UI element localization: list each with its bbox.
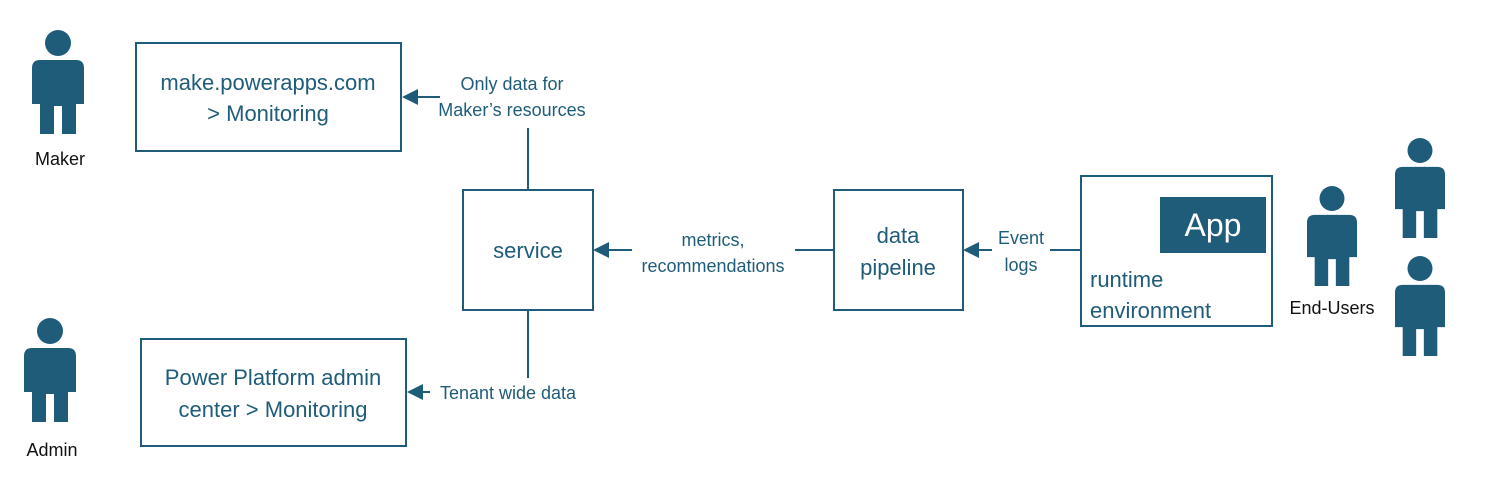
- data-pipeline-box: data pipeline: [833, 189, 964, 311]
- app-label: App: [1185, 207, 1242, 243]
- person-icon: [1307, 186, 1357, 286]
- maker-portal-line1: make.powerapps.com: [160, 70, 375, 95]
- maker-data-label-line2: Maker’s resources: [438, 100, 585, 120]
- maker-data-label-line1: Only data for: [460, 74, 563, 94]
- person-icon: [32, 30, 84, 134]
- end-users-label: End-Users: [1289, 298, 1374, 318]
- event-logs-label-line2: logs: [1004, 255, 1037, 275]
- admin-center-line2: center > Monitoring: [179, 397, 368, 422]
- person-icon: [24, 318, 76, 422]
- maker-portal-box: make.powerapps.com > Monitoring: [135, 42, 402, 152]
- maker-portal-line2: > Monitoring: [207, 101, 329, 126]
- person-icon: [1395, 138, 1445, 238]
- runtime-environment-box: App runtime environment: [1080, 175, 1273, 327]
- tenant-data-label: Tenant wide data: [440, 383, 577, 403]
- runtime-line2: environment: [1090, 298, 1211, 323]
- admin-center-line1: Power Platform admin: [165, 365, 381, 390]
- person-icon: [1395, 256, 1445, 356]
- end-users-actor: End-Users: [1289, 138, 1445, 356]
- event-logs-label-line1: Event: [998, 228, 1044, 248]
- maker-actor: Maker: [32, 30, 85, 169]
- service-label: service: [493, 238, 563, 263]
- arrowhead-to-pipeline: [963, 242, 979, 258]
- app-badge: [1160, 197, 1266, 253]
- admin-label: Admin: [26, 440, 77, 460]
- admin-actor: Admin: [24, 318, 78, 460]
- metrics-label-line1: metrics,: [682, 230, 745, 250]
- service-box: service: [462, 189, 594, 311]
- data-pipeline-line1: data: [877, 223, 921, 248]
- data-pipeline-line2: pipeline: [860, 255, 936, 280]
- runtime-line1: runtime: [1090, 267, 1163, 292]
- arrowheads: [402, 89, 979, 400]
- admin-center-box: Power Platform admin center > Monitoring: [140, 338, 407, 447]
- metrics-label-line2: recommendations: [641, 256, 784, 276]
- arrowhead-to-maker: [402, 89, 418, 105]
- arrowhead-to-service: [593, 242, 609, 258]
- arrowhead-to-admin: [407, 384, 423, 400]
- maker-label: Maker: [35, 149, 85, 169]
